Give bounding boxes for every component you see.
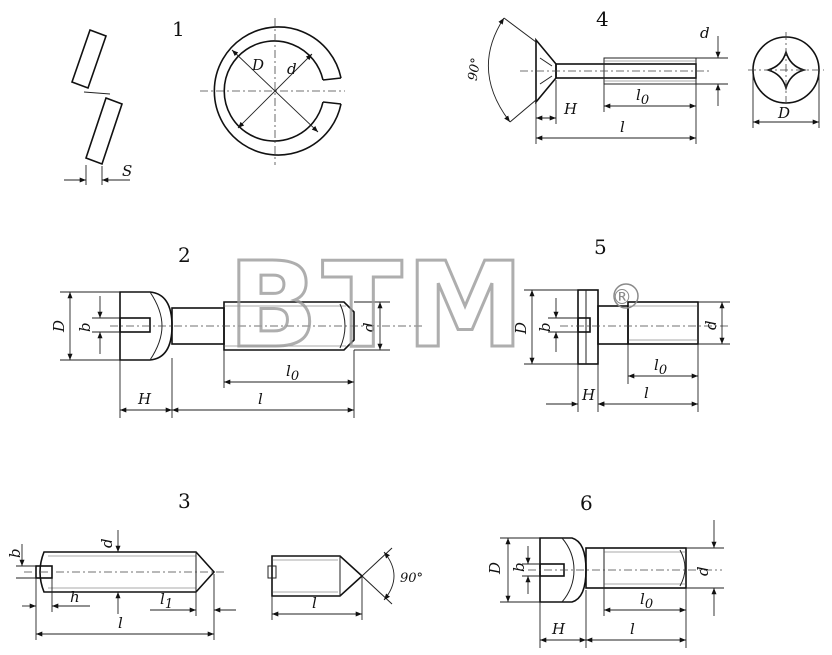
washer-front-view: D d	[200, 18, 345, 165]
label-D: D	[486, 562, 504, 575]
figure-number-5: 5	[594, 235, 607, 259]
label-D: D	[512, 322, 530, 335]
figure-2-slotted-screw: 2 D b d l0 H l	[50, 243, 424, 418]
label-d: d	[360, 322, 378, 332]
label-l: l	[258, 390, 263, 408]
label-l: l	[630, 620, 635, 638]
label-D: D	[50, 320, 68, 333]
label-b: b	[6, 548, 24, 558]
label-b: b	[536, 322, 554, 332]
label-d: d	[702, 320, 720, 330]
figure-1-washer: 1 S D d	[64, 17, 345, 185]
watermark-registered-mark: ®	[612, 285, 632, 309]
figure-number-2: 2	[178, 243, 191, 267]
watermark-logo: BTM ®	[227, 235, 639, 376]
label-l: l	[118, 614, 123, 632]
label-l: l	[644, 384, 649, 402]
figure-4-countersunk-screw: 4 90° d H l0 l	[466, 7, 824, 144]
watermark-text: BTM	[228, 236, 528, 374]
label-H: H	[581, 386, 596, 404]
label-l0: l0	[654, 356, 667, 378]
label-l0: l0	[286, 362, 299, 384]
label-b: b	[76, 322, 94, 332]
label-h: h	[70, 588, 80, 606]
figure-number-6: 6	[580, 491, 593, 515]
label-l: l	[620, 118, 625, 136]
label-D: D	[777, 104, 790, 122]
figure-6-slotted-screw: 6 D b d l0 H l	[486, 491, 724, 648]
label-d: d	[287, 60, 297, 78]
label-l-tip: l	[312, 594, 317, 612]
label-l0: l0	[636, 86, 649, 108]
label-b: b	[510, 562, 528, 572]
label-D: D	[251, 56, 264, 74]
label-d: d	[694, 566, 712, 576]
label-angle-90: 90°	[466, 57, 485, 82]
figure-number-1: 1	[172, 17, 185, 41]
label-H: H	[551, 620, 566, 638]
label-angle-90: 90°	[400, 571, 423, 586]
label-H: H	[137, 390, 152, 408]
label-l0: l0	[640, 590, 653, 612]
figure-number-3: 3	[178, 489, 191, 513]
label-l1: l1	[160, 590, 173, 612]
label-H: H	[563, 100, 578, 118]
figure-number-4: 4	[596, 7, 609, 31]
label-S: S	[122, 162, 132, 180]
figure-3-set-screw: 3 b d h l1 l	[6, 489, 423, 640]
set-screw-tip-detail: 90° l	[267, 547, 423, 620]
label-d: d	[700, 24, 710, 42]
washer-side-view: S	[64, 28, 132, 185]
figure-5-flat-head-screw: 5 D b d l0 H l	[512, 235, 730, 412]
label-d: d	[98, 538, 116, 548]
